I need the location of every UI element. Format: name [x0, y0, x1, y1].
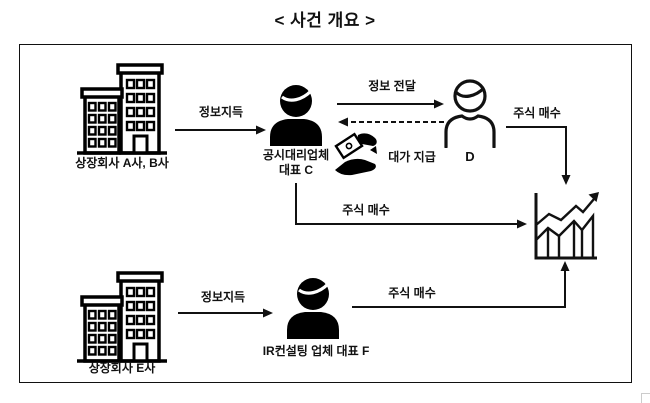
- person-d-label: D: [465, 149, 475, 164]
- edge-label-f-to-chart: 주식 매수: [388, 286, 436, 300]
- stock-chart-icon: [534, 192, 599, 260]
- person-c-label: 공시대리업체 대표 C: [262, 148, 330, 177]
- edge-label-c-to-chart: 주식 매수: [342, 203, 390, 217]
- company-ab-label: 상장회사 A사, B사: [75, 156, 169, 170]
- buildings-icon: [77, 271, 167, 363]
- edge-label-c-to-d: 정보 전달: [368, 79, 416, 93]
- screen-corner-artifact: [641, 393, 650, 403]
- edge-label-ab-to-c: 정보지득: [198, 105, 244, 119]
- hand-money-icon: [334, 132, 377, 176]
- buildings-icon: [77, 63, 167, 155]
- person-f-label: IR컨설팅 업체 대표 F: [262, 344, 370, 358]
- person-filled-icon: [287, 278, 339, 339]
- person-filled-icon: [270, 85, 322, 146]
- payment-label: 대가 지급: [388, 150, 436, 164]
- page-title: < 사건 개요 >: [274, 11, 376, 30]
- edge-label-e-to-f: 정보지득: [200, 290, 246, 304]
- company-e-label: 상장회사 E사: [88, 361, 156, 375]
- person-outline-icon: [444, 79, 496, 148]
- edge-label-d-to-chart: 주식 매수: [513, 106, 561, 120]
